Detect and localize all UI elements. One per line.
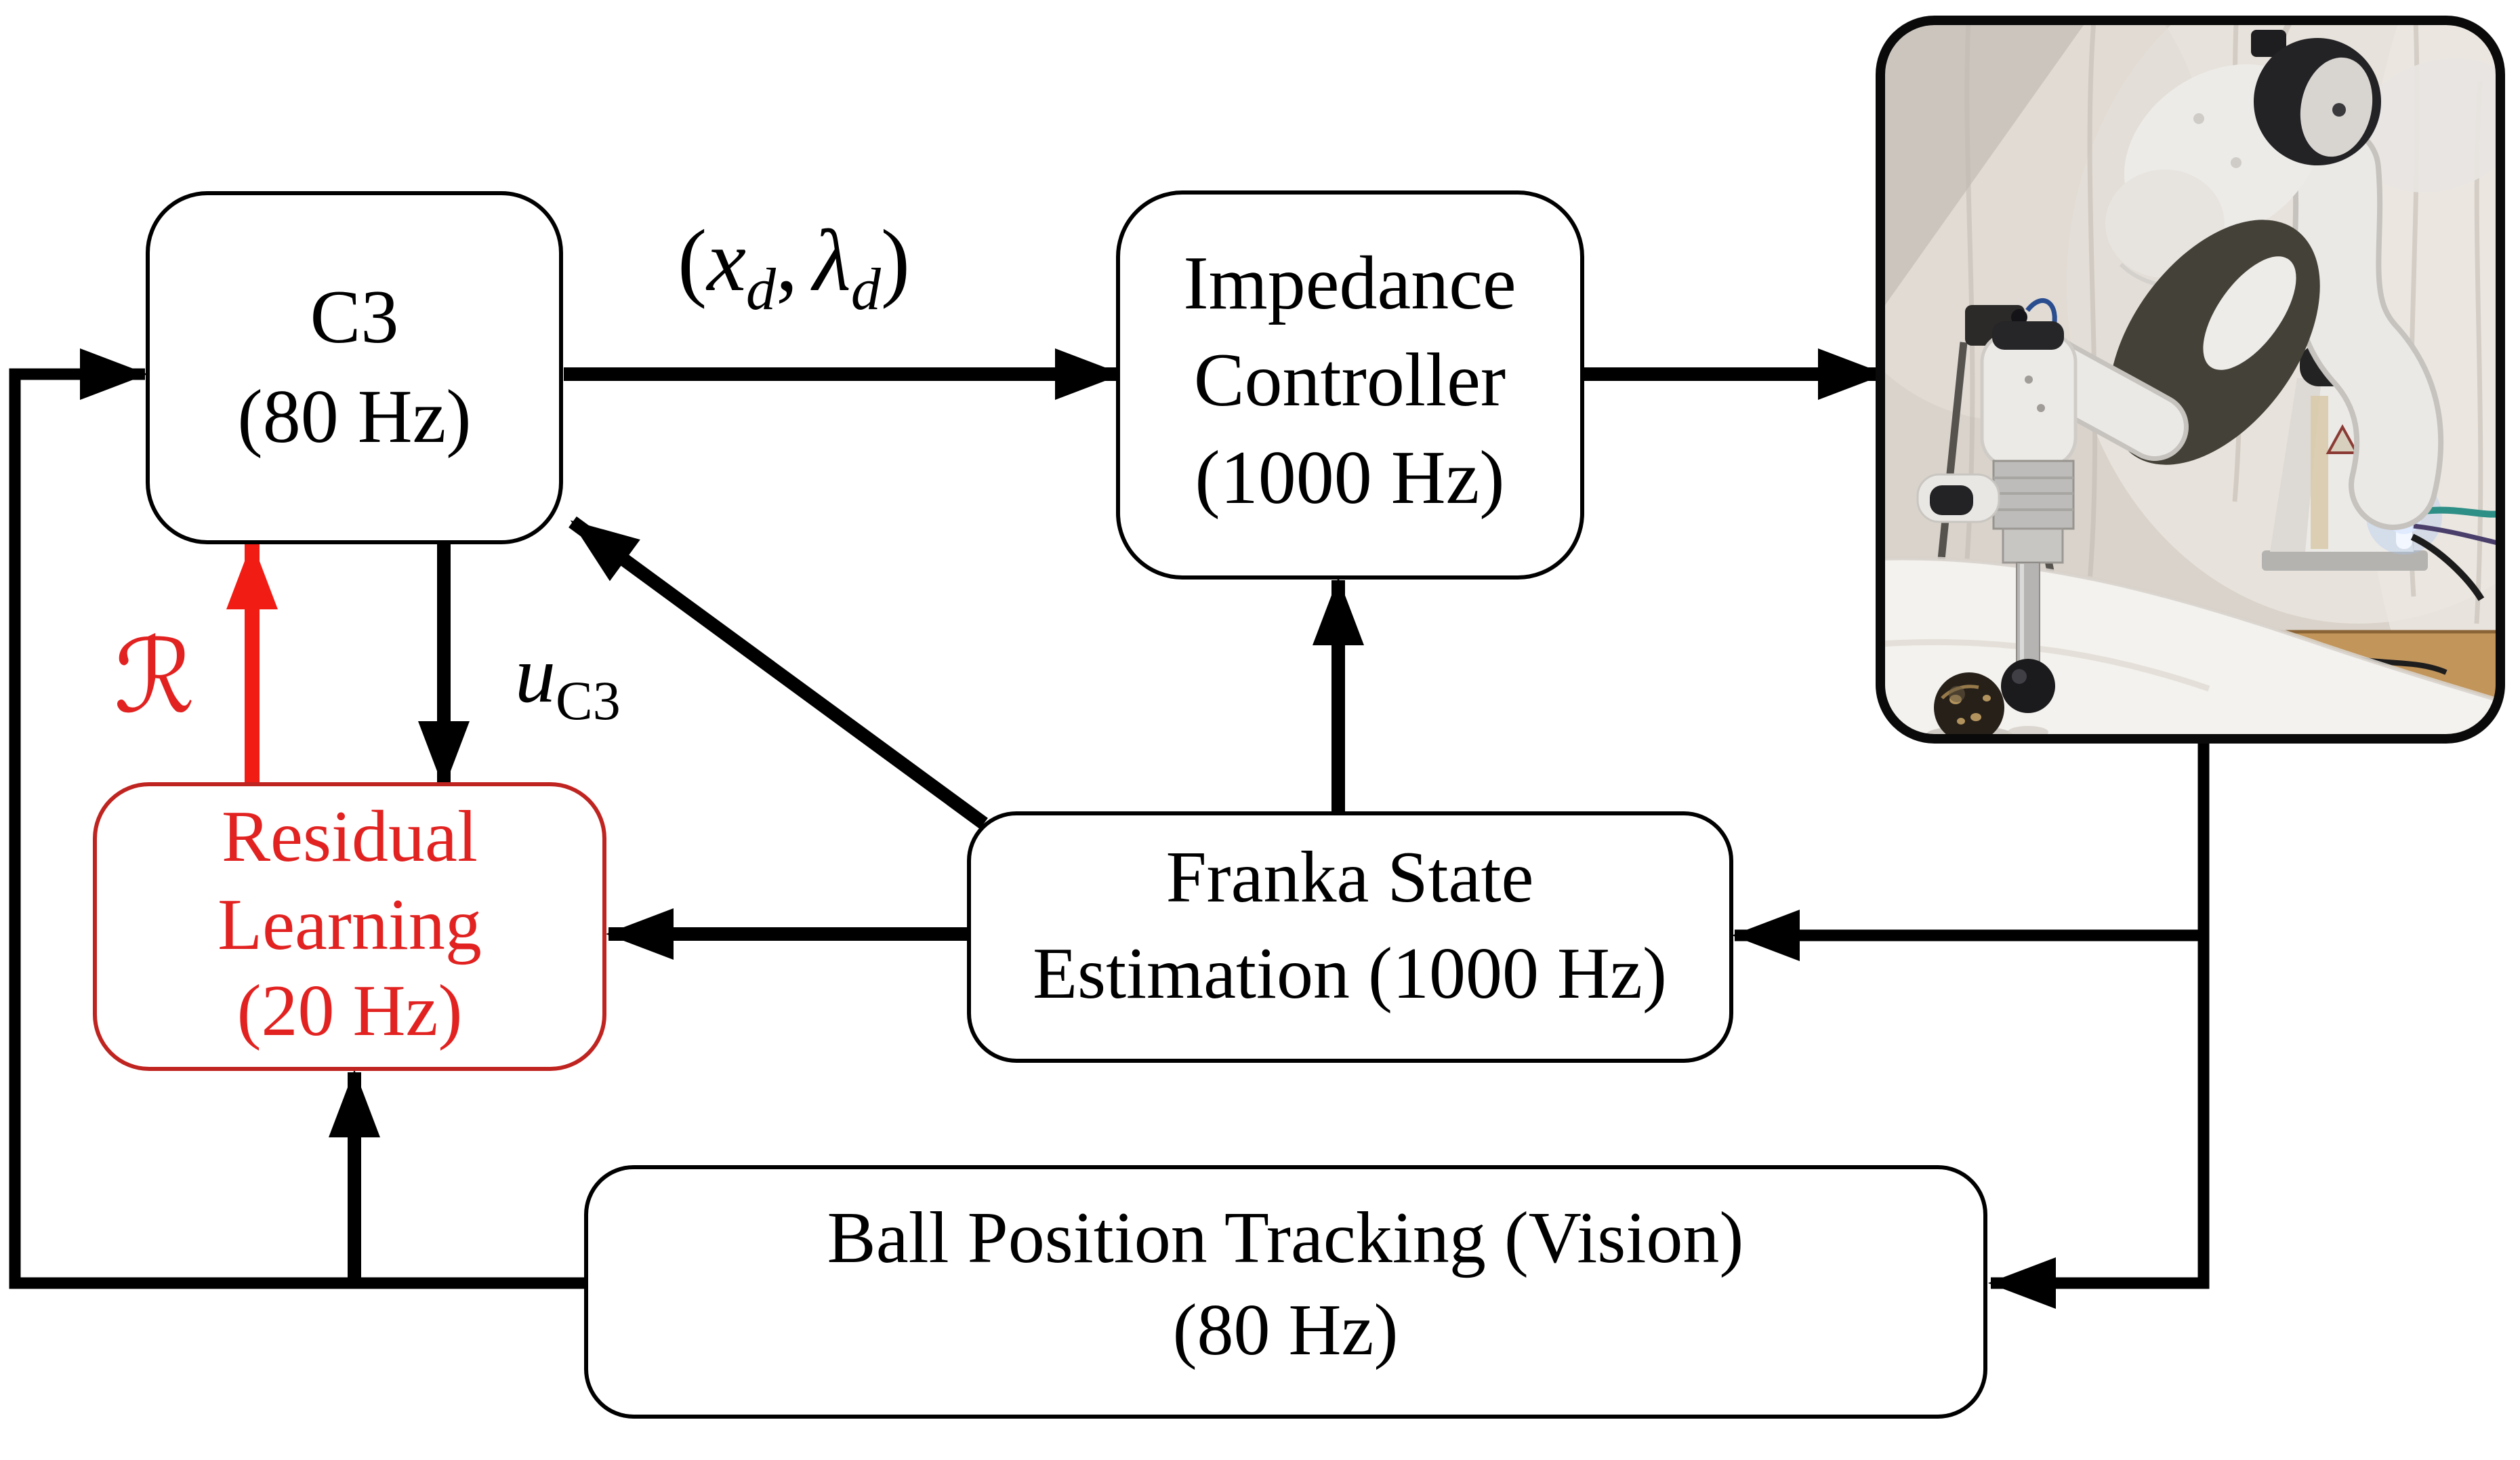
c3-label-line1: C3 [310, 275, 399, 359]
cloth-fold [1880, 638, 2210, 692]
subscript-c3: C3 [556, 670, 621, 731]
screw [2231, 157, 2242, 168]
impedance-label-line3: (1000 Hz) [1195, 436, 1504, 520]
cylinder-grooves [1994, 476, 2073, 511]
residual-learning-box [93, 782, 606, 1071]
connector-group [9, 348, 2210, 1309]
screw [2025, 376, 2033, 384]
ball-position-tracking-box [584, 1165, 1987, 1419]
ball-tracking-label-line2: (80 Hz) [1173, 1290, 1399, 1371]
screw [2037, 404, 2045, 412]
ball-tracking-label-line1: Ball Position Tracking (Vision) [827, 1198, 1744, 1278]
franka-state-estimation-box [967, 811, 1733, 1063]
screw [2193, 113, 2204, 124]
curtain-fold [2084, 20, 2098, 611]
signal-cable [2413, 523, 2500, 546]
base-plate [2262, 550, 2428, 571]
wrist-cap [1992, 321, 2064, 350]
paren-open: ( [678, 212, 707, 310]
residual-label-line2: Learning [218, 885, 482, 965]
base-column-shade [2270, 378, 2321, 552]
clamp-pad [1930, 485, 1973, 515]
aluminum-cylinder-lower [2002, 527, 2064, 564]
comma: , [776, 212, 798, 310]
photo-frame [1876, 16, 2505, 744]
tracked-ball [1934, 672, 2004, 739]
tool-ball-tip [2001, 659, 2055, 713]
ball-speckle [1983, 695, 1991, 702]
subscript-d2: d [851, 257, 882, 323]
block-labels: C3 (80 Hz) Impedance Controller (1000 Hz… [218, 241, 1743, 1371]
franka-label-line2: Estimation (1000 Hz) [1033, 933, 1667, 1014]
var-x: x [705, 212, 746, 310]
power-cable [2410, 533, 2485, 601]
tool-ball-highlight [2012, 669, 2027, 684]
ball-highlight [1949, 686, 1965, 702]
elbow-cutout [2203, 256, 2296, 370]
signal-label-residual-r: ℛ [114, 618, 195, 736]
warning-sticker [2326, 424, 2359, 454]
residual-label-line3: (20 Hz) [237, 971, 463, 1051]
arm-link-vertical [2297, 130, 2439, 525]
paren-close: ) [881, 212, 910, 310]
var-u: u [515, 629, 556, 719]
residual-label-line1: Residual [222, 796, 478, 877]
cloth-edge [1880, 556, 2500, 703]
block-group [93, 190, 1987, 1419]
signal-label-xd-lambda: (xd,λd) [678, 212, 910, 323]
var-lambda: λ [810, 212, 851, 310]
top-clamp [2251, 30, 2286, 57]
impedance-label-line1: Impedance [1183, 241, 1516, 325]
franka-label-line1: Franka State [1166, 837, 1534, 918]
arrow-robot-to-ball-tracking [1988, 739, 2210, 1309]
signal-label-uc3: uC3 [515, 629, 621, 731]
impedance-label-line2: Controller [1194, 338, 1506, 422]
robot-photo [1880, 20, 2500, 739]
ball-speckle [1957, 718, 1965, 725]
wrist-column [1980, 331, 2078, 468]
ball-speckle [1970, 713, 1981, 721]
c3-box [146, 191, 563, 544]
curtain-shadow-corner [1880, 20, 2087, 312]
subscript-d1: d [746, 257, 777, 323]
arrow-franka-to-c3-diagonal [569, 516, 988, 830]
arrow-feedback-to-c3 [9, 348, 588, 1289]
base-stripe [2311, 396, 2328, 549]
c3-label-line2: (80 Hz) [237, 375, 471, 459]
end-effector [1916, 321, 2078, 739]
impedance-controller-box [1116, 190, 1584, 580]
arm-link-background [2353, 58, 2500, 192]
joint-face-dot [2332, 103, 2346, 117]
